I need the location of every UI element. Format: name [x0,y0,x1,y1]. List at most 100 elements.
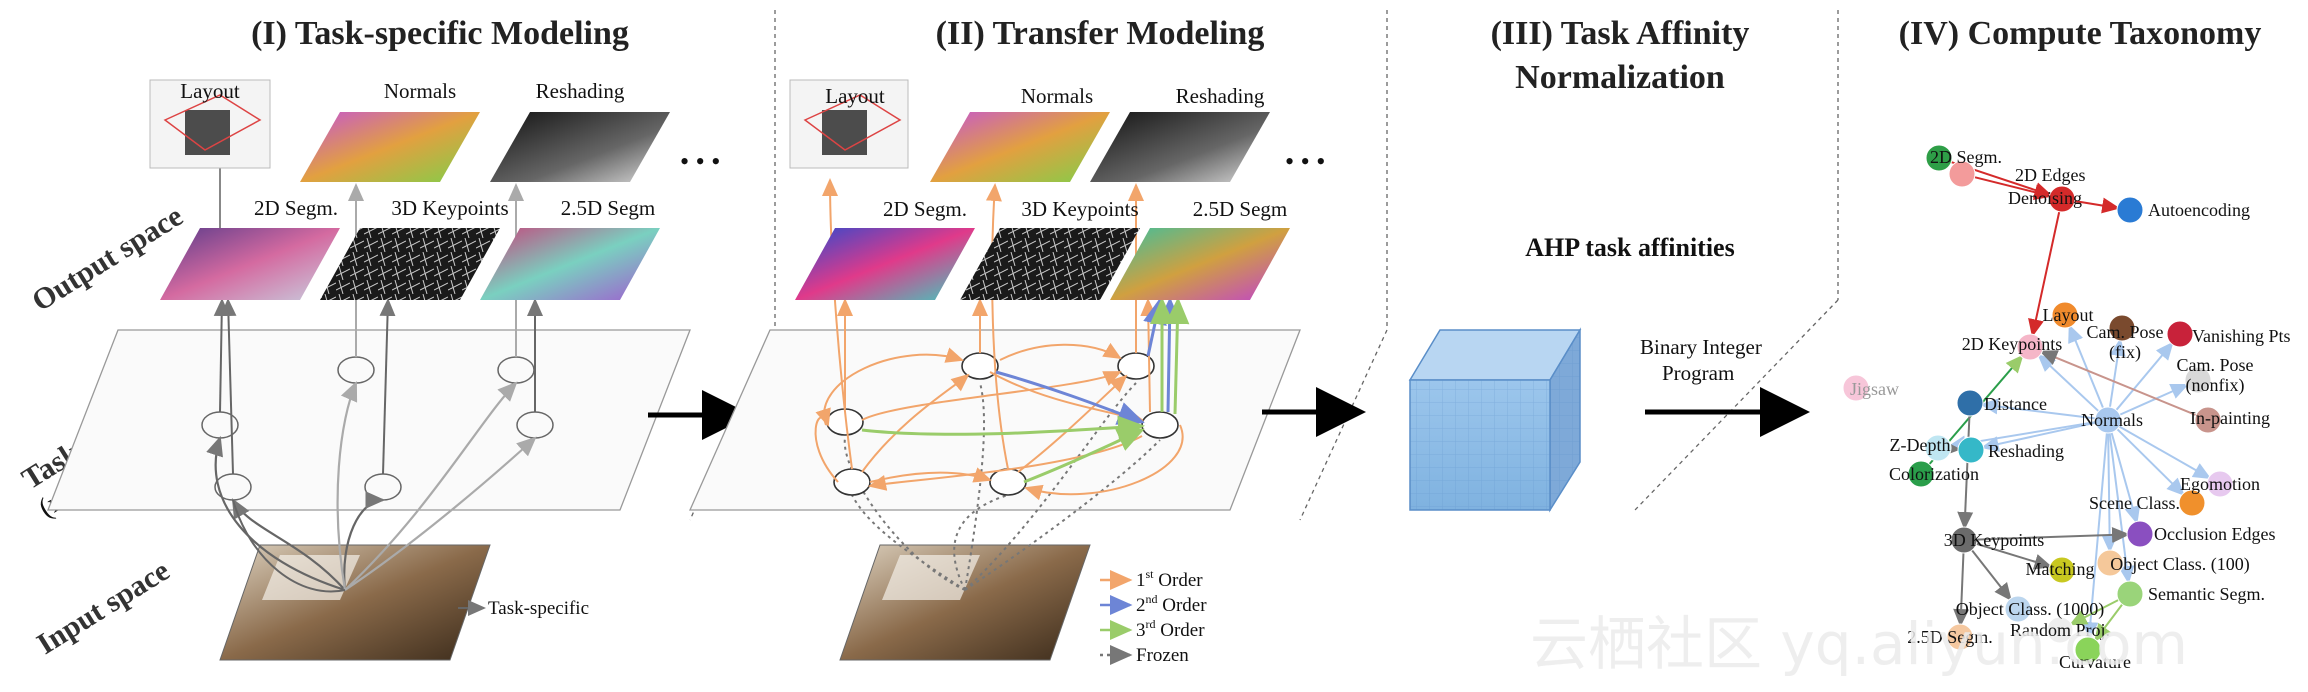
taxonomy-node-autoencoding [2116,196,2144,224]
taxonomy-label-objclass1000: Object Class. (1000) [1956,599,2104,620]
taxonomy-label-sceneclass: Scene Class. [2089,493,2180,513]
panel-2: Layout Normals Reshading 2D Segm. 3D Key… [688,79,1325,666]
taxonomy-edge [1942,440,1962,457]
taxonomy-label-colorization: Colorization [1889,464,1979,484]
taxonomy-node-denoising [2048,185,2076,213]
taxonomy-node-segm2d [1925,144,1953,172]
taxonomy-edge [1975,542,2053,570]
ellipsis-2: • • • [1285,147,1325,176]
watermark: 云栖社区 yq.aliyun.com [1530,610,2188,678]
taxonomy-node-objclass1000 [2004,595,2032,623]
panel-1-title: (I) Task-specific Modeling [251,15,629,52]
taxonomy-edge [2110,431,2141,525]
task-plane-1 [47,329,691,511]
taxonomy-label-autoencoding: Autoencoding [2148,200,2250,220]
taxonomy-node-normals [2094,406,2122,434]
taxonomy-node-objclass100 [2096,549,2124,577]
output-25dsegm-2 [1110,228,1290,300]
taxonomy-edge [1970,548,2012,602]
panel-2-title: (II) Transfer Modeling [936,15,1265,52]
taxonomy-edge [1953,551,1970,628]
taxonomy-label-vanishing: Vanishing Pts [2192,326,2291,346]
bip-label-line1: Binary Integer [1640,335,1762,359]
taxonomy-label-layout: Layout [2043,305,2094,325]
taxonomy-label-campose_nonfix: Cam. Pose(nonfix) [2176,355,2253,396]
taxonomy-node-semseg [2116,580,2144,608]
taxonomy-edge [2108,337,2126,409]
panel-4-title: (IV) Compute Taxonomy [1899,15,2262,52]
taxonomy-edge [2028,210,2061,338]
legend-label: 2nd Order [1136,592,1207,616]
taxonomy-node-occlusion [2126,520,2154,548]
taxonomy-node-matching [2048,556,2076,584]
taxonomy-node-curvature [2074,636,2102,664]
taxonomy-edge [2117,425,2212,480]
label-reshading-1: Reshading [536,79,625,103]
legend-label: 1st Order [1136,567,1203,591]
separator-2b [1299,329,1388,521]
label-2dsegm-2: 2D Segm. [883,197,967,221]
taxonomy-label-semseg: Semantic Segm. [2148,584,2265,604]
taxonomy-edge [2068,598,2120,626]
panel-3-title-line1: (III) Task Affinity [1491,15,1750,52]
taxonomy-node-keypoints3d [1950,526,1978,554]
ellipsis-1: • • • [680,147,720,176]
ahp-label: AHP task affinities [1525,233,1734,262]
taxonomy-edge [2073,197,2121,214]
label-reshading-2: Reshading [1176,84,1265,108]
taxonomy-edge [2039,350,2198,417]
taxonomy-label-campose_fix: Cam. Pose(fix) [2086,322,2163,363]
output-3dkeypoints-2 [960,228,1140,300]
taxonomy-label-distance: Distance [1984,394,2047,414]
panel-1: Task-specific Layout N [47,79,720,661]
taxonomy-label-inpainting: In-painting [2190,408,2270,428]
taxonomy-edge [2108,431,2135,585]
taxonomy-node-inpainting [2194,406,2222,434]
taxonomy-label-randomproj: Random Proj. [2010,620,2110,640]
taxonomy-label-matching: Matching [2026,559,2095,579]
taxonomy-label-egomotion: Egomotion [2180,474,2260,494]
taxonomy-edge [2101,431,2118,554]
taxonomy-node-distance [1956,389,1984,417]
input-space-label: Input space [31,554,175,661]
task-node [833,468,871,496]
label-3dkeypoints-2: 3D Keypoints [1021,197,1138,221]
panel-4-taxonomy: 2D Segm.2D EdgesDenoisingAutoencodingLay… [1842,144,2291,672]
taxonomy-edge [2068,324,2105,410]
taxonomy-label-segm25: 2.5D Segm. [1907,627,1993,647]
taxonomy-node-keypoints2d [2016,333,2044,361]
taxonomy-node-egomotion [2206,470,2234,498]
output-3dkeypoints-1 [320,228,500,300]
task-node [1141,411,1179,439]
output-reshading-2 [1090,112,1270,182]
taxonomy-edge [2115,427,2185,496]
taxonomy-edge [2118,383,2189,417]
taxonomy-node-sceneclass [2178,489,2206,517]
taxonomy-node-edges2d [1948,160,1976,188]
taxonomy-edge [2114,341,2174,412]
taxonomy-label-edges2d: 2D Edges [2015,165,2086,185]
taxonomy-edge [1975,526,2131,543]
taxonomy-label-jigsaw: Jigsaw [1850,379,1899,399]
label-layout-2: Layout [825,84,885,108]
taxonomy-edge [1980,421,2097,452]
taxonomy-label-curvature: Curvature [2059,652,2131,672]
label-layout-1: Layout [180,79,240,103]
taxonomy-node-jigsaw [1842,374,1870,402]
label-3dkeypoints-1: 3D Keypoints [391,196,508,220]
taxonomy-node-reshading [1957,436,1985,464]
output-2dsegm-2 [795,228,975,300]
bip-label-line2: Program [1662,361,1734,385]
taxonomy-label-keypoints2d: 2D Keypoints [1962,334,2063,354]
legend-task-specific: Task-specific [488,598,589,619]
label-25dsegm-2: 2.5D Segm [1193,197,1288,221]
legend-label: Frozen [1136,645,1189,666]
taxonomy-node-colorization [1907,460,1935,488]
output-normals-1 [300,112,480,182]
output-normals-2 [930,112,1110,182]
label-2dsegm-1: 2D Segm. [254,196,338,220]
output-space-label: Output space [26,199,188,318]
taxonomy-node-layout [2051,301,2079,329]
